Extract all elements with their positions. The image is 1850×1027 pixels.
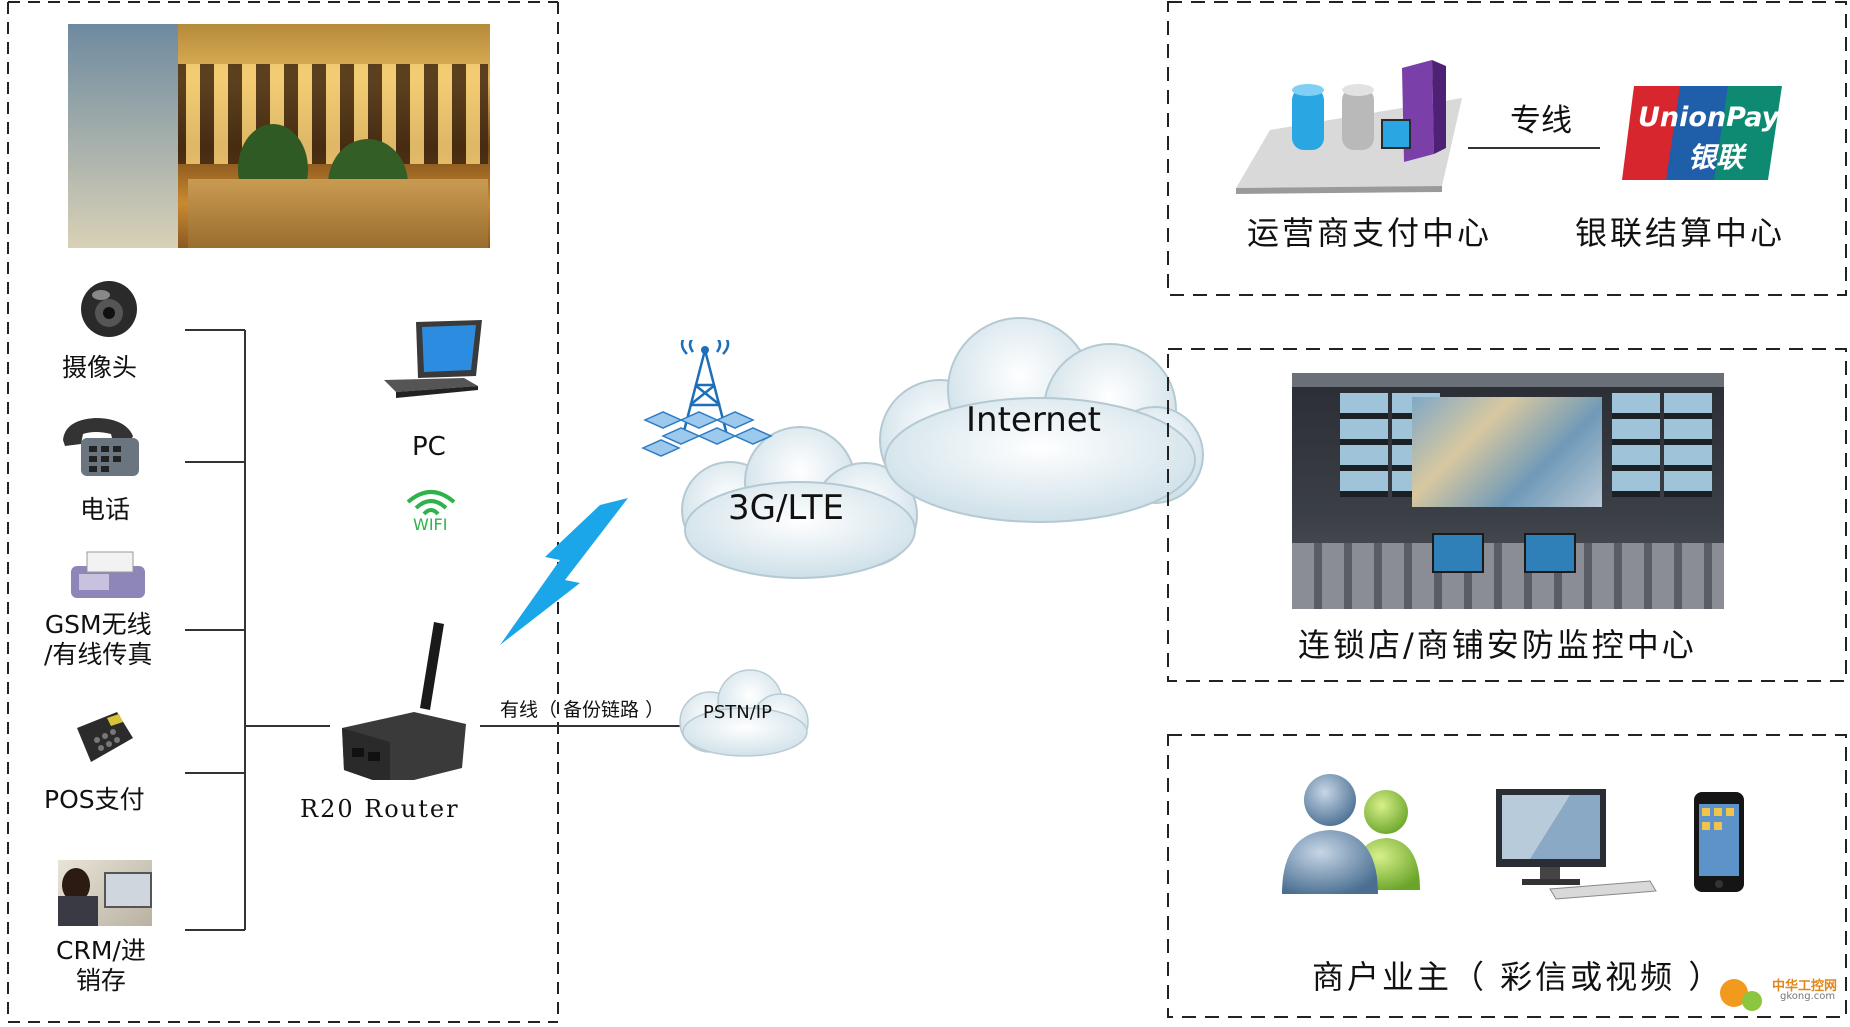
lte-cloud [681, 426, 918, 579]
desktop-computer-icon [1490, 785, 1660, 909]
laptop-icon [378, 318, 488, 407]
operator-payment-center-label: 运营商支付中心 [1247, 214, 1493, 252]
wifi-icon [404, 486, 458, 520]
watermark-logo [1712, 965, 1772, 1019]
watermark-text: 中华工控网 [1772, 979, 1838, 994]
internet-cloud [879, 317, 1204, 523]
pc-label: PC [412, 432, 446, 462]
watermark-url: gkong.com [1780, 991, 1836, 1002]
users-icon [1278, 770, 1428, 904]
shop-lobby-photo [68, 24, 490, 248]
device-label-phone: 电话 [80, 495, 131, 524]
crm-operator-icon [58, 860, 152, 926]
device-bus [185, 329, 680, 931]
internet-cloud-label: Internet [966, 400, 1102, 440]
pos-terminal-icon [67, 708, 137, 772]
merchant-owner-label: 商户业主（ 彩信或视频 ） [1312, 958, 1724, 996]
unionpay-logo: UnionPay 银联 [1620, 82, 1784, 184]
device-label-camera: 摄像头 [62, 353, 138, 382]
phone-icon [55, 412, 150, 486]
cell-tower-icon [635, 333, 785, 464]
camera-icon [77, 275, 141, 343]
wired-backup-link-label: 有线（ 备份链路 ） [500, 699, 665, 721]
device-label-pos: POS支付 [44, 785, 145, 814]
fax-icon [65, 548, 150, 608]
pstn-cloud [679, 669, 809, 757]
wifi-label: WIFI [413, 515, 448, 534]
wireless-bolt-icon [500, 498, 628, 645]
unionpay-settlement-center-label: 银联结算中心 [1575, 214, 1786, 252]
router-icon [338, 620, 478, 786]
router-label: R20 Router [300, 795, 460, 823]
lte-cloud-label: 3G/LTE [728, 488, 844, 528]
device-label-fax: GSM无线 /有线传真 [44, 610, 153, 669]
smartphone-icon [1692, 790, 1746, 898]
security-monitoring-center-label: 连锁店/商铺安防监控中心 [1298, 626, 1697, 664]
device-label-crm: CRM/进 销存 [56, 936, 146, 995]
pstn-cloud-label: PSTN/IP [703, 702, 772, 723]
dedicated-line-label: 专线 [1510, 103, 1572, 139]
monitoring-center-photo [1292, 373, 1724, 609]
unionpay-logo-en: UnionPay [1638, 102, 1780, 133]
unionpay-logo-cn: 银联 [1688, 141, 1745, 174]
operator-server-icon [1232, 58, 1482, 202]
